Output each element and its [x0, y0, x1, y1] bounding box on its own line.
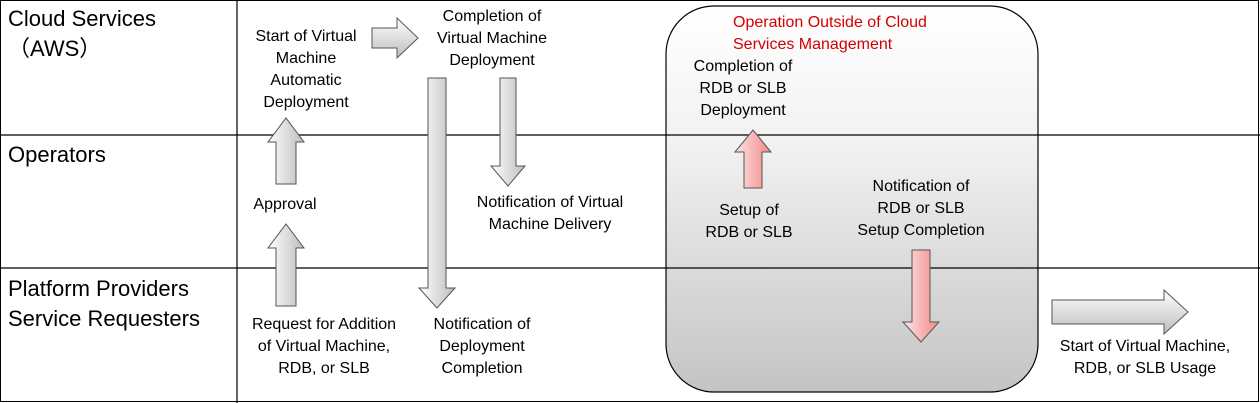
notification-vm-delivery-label: Notification of Virtual Machine Delivery: [476, 194, 624, 233]
lane-label-platform-providers: Platform Providers Service Requesters: [8, 276, 200, 331]
outside-management-box: [665, 5, 1039, 393]
approval-label: Approval: [253, 196, 317, 213]
red-arrow-up-setup: [733, 129, 773, 189]
setup-rdb-slb-label: Setup of RDB or SLB: [705, 202, 793, 241]
completion-rdb-slb-label: Completion of RDB or SLB Deployment: [693, 58, 793, 119]
completion-vm-deployment-label: Completion of Virtual Machine Deployment: [437, 8, 547, 69]
gray-arrow-right-usage: [1051, 288, 1189, 336]
red-arrow-down-notify: [901, 249, 941, 343]
gray-arrow-up-approval: [267, 117, 305, 185]
start-usage-label: Start of Virtual Machine, RDB, or SLB Us…: [1059, 338, 1231, 377]
request-addition-label: Request for Addition of Virtual Machine,…: [251, 316, 397, 377]
gray-arrow-right-top: [371, 16, 419, 60]
start-vm-deployment-label: Start of Virtual Machine Automatic Deplo…: [255, 28, 357, 111]
notification-deployment-completion-label: Notification of Deployment Completion: [433, 316, 531, 377]
gray-arrow-down-short: [489, 77, 527, 187]
gray-arrow-down-long: [417, 77, 457, 309]
gray-arrow-up-request: [267, 223, 305, 307]
lane-label-cloud-services: Cloud Services （AWS）: [8, 6, 156, 61]
lane-label-operators: Operators: [8, 142, 106, 167]
notification-rdb-setup-label: Notification of RDB or SLB Setup Complet…: [857, 178, 985, 239]
outside-management-title: Operation Outside of Cloud Services Mana…: [733, 14, 927, 53]
